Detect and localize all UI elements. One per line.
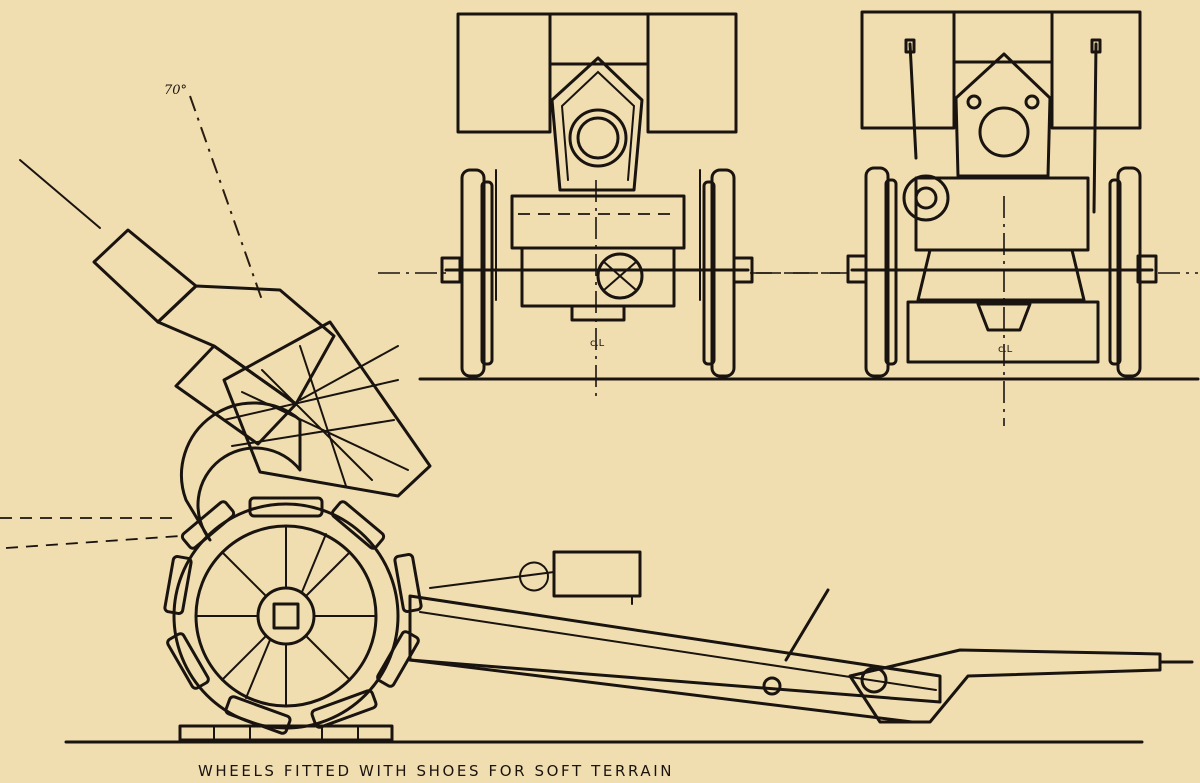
mortar-cradle <box>222 320 432 498</box>
elevation-angle-label: 70° <box>164 83 187 98</box>
elevation-70-line <box>189 95 263 301</box>
front-wheel-left <box>460 168 486 378</box>
barrel-axis-line <box>19 159 101 229</box>
trail-lever <box>784 588 830 662</box>
rear-centre-mark: c.L <box>998 344 1013 355</box>
rear-handwheel <box>902 174 950 222</box>
side-elevation-view: 70° <box>0 83 1194 742</box>
front-shield-left <box>456 12 552 134</box>
rear-shield-left <box>860 10 956 130</box>
side-wheel-spokes <box>195 525 377 707</box>
front-shield-centre <box>548 12 650 66</box>
trail-lunette <box>848 648 1162 724</box>
elevating-gear-box <box>552 550 642 598</box>
front-centre-mark: c.L <box>590 338 605 349</box>
carriage-trail <box>408 594 942 704</box>
rear-elevation-view: c.L <box>756 10 1198 426</box>
drawing-caption: WHEELS FITTED WITH SHOES FOR SOFT TERRAI… <box>198 762 675 780</box>
front-carriage-body <box>510 194 686 250</box>
front-handwheel <box>596 252 644 300</box>
rear-wheel-left <box>864 166 890 378</box>
front-elevation-view: c.L <box>378 12 840 402</box>
rear-breech <box>954 52 1052 178</box>
rear-sight-rod-left <box>908 42 918 160</box>
front-muzzle <box>568 108 628 168</box>
mortar-barrel <box>92 228 198 324</box>
front-shield-right <box>646 12 738 134</box>
front-cradle <box>550 56 644 192</box>
front-wheel-right <box>710 168 736 378</box>
wheel-shoes <box>163 496 423 735</box>
rear-sight-rod-right <box>1092 42 1098 214</box>
rear-wheel-right <box>1116 166 1142 378</box>
